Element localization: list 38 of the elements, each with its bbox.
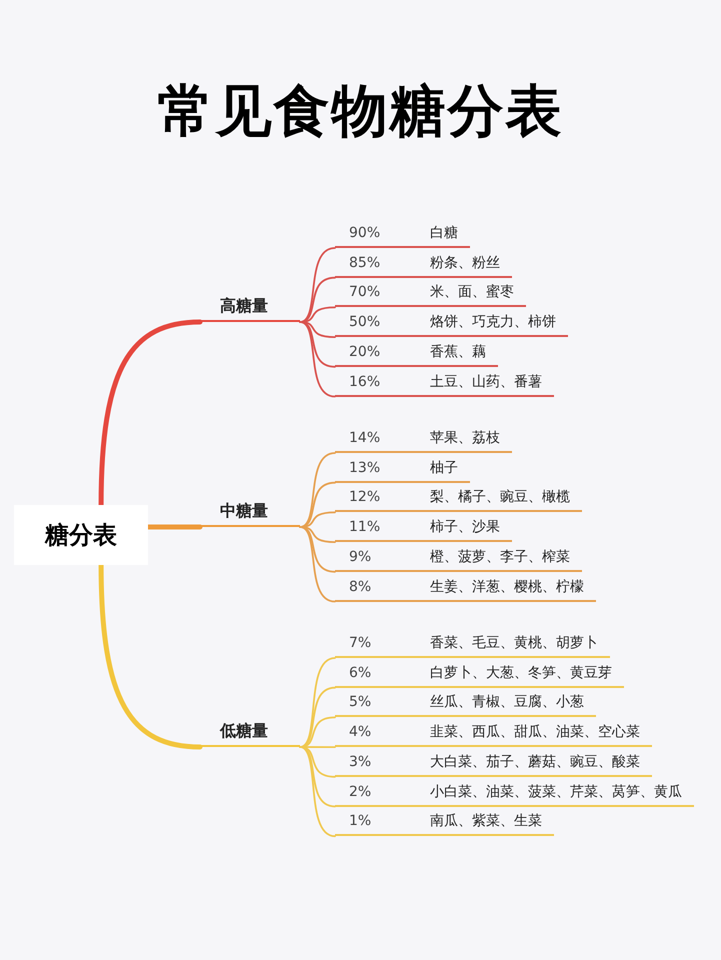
food-row: 90% 白糖 bbox=[335, 223, 470, 248]
branch-line bbox=[98, 320, 202, 508]
food-row: 5% 丝瓜、青椒、豆腐、小葱 bbox=[335, 692, 596, 718]
category-label: 高糖量 bbox=[200, 296, 300, 322]
branch-line bbox=[299, 321, 336, 398]
food-row: 16% 土豆、山药、番薯 bbox=[335, 372, 554, 396]
food-row: 50% 烙饼、巧克力、柿饼 bbox=[335, 312, 568, 338]
root-box: 糖分表 bbox=[14, 505, 148, 565]
category-label: 中糖量 bbox=[200, 501, 300, 527]
branch-line bbox=[299, 746, 336, 808]
branch-line bbox=[299, 526, 336, 543]
food-row: 8% 生姜、洋葱、樱桃、柠檬 bbox=[335, 576, 596, 602]
food-row: 13% 柚子 bbox=[335, 458, 470, 483]
branch-line bbox=[299, 526, 336, 573]
branch-line bbox=[299, 247, 336, 323]
title: 常见食物糖分表 bbox=[156, 78, 564, 146]
food-row: 70% 米、面、蜜枣 bbox=[335, 282, 526, 308]
branch-line bbox=[299, 452, 336, 528]
branch-line bbox=[98, 562, 202, 750]
food-row: 14% 苹果、荔枝 bbox=[335, 428, 512, 453]
branch-line bbox=[299, 526, 336, 602]
food-row: 4% 韭菜、西瓜、甜瓜、油菜、空心菜 bbox=[335, 722, 652, 748]
food-row: 11% 柿子、沙果 bbox=[335, 517, 512, 542]
food-row: 2% 小白菜、油菜、菠菜、芹菜、莴笋、黄瓜 bbox=[335, 782, 694, 806]
food-row: 1% 南瓜、紫菜、生菜 bbox=[335, 811, 554, 836]
branch-line bbox=[299, 746, 336, 838]
category-label: 低糖量 bbox=[200, 721, 300, 747]
food-row: 85% 粉条、粉丝 bbox=[335, 252, 512, 278]
branch-line bbox=[299, 657, 336, 748]
food-row: 9% 橙、菠萝、李子、榨菜 bbox=[335, 546, 582, 572]
food-row: 7% 香菜、毛豆、黄桃、胡萝卜 bbox=[335, 633, 610, 658]
food-row: 6% 白萝卜、大葱、冬笋、黄豆芽 bbox=[335, 662, 624, 688]
food-row: 3% 大白菜、茄子、蘑菇、豌豆、酸菜 bbox=[335, 752, 652, 777]
food-row: 20% 香蕉、藕 bbox=[335, 342, 498, 367]
branch-line bbox=[299, 321, 336, 368]
food-row: 12% 梨、橘子、豌豆、橄榄 bbox=[335, 487, 582, 512]
branch-line bbox=[299, 746, 336, 748]
branch-line bbox=[299, 321, 336, 338]
